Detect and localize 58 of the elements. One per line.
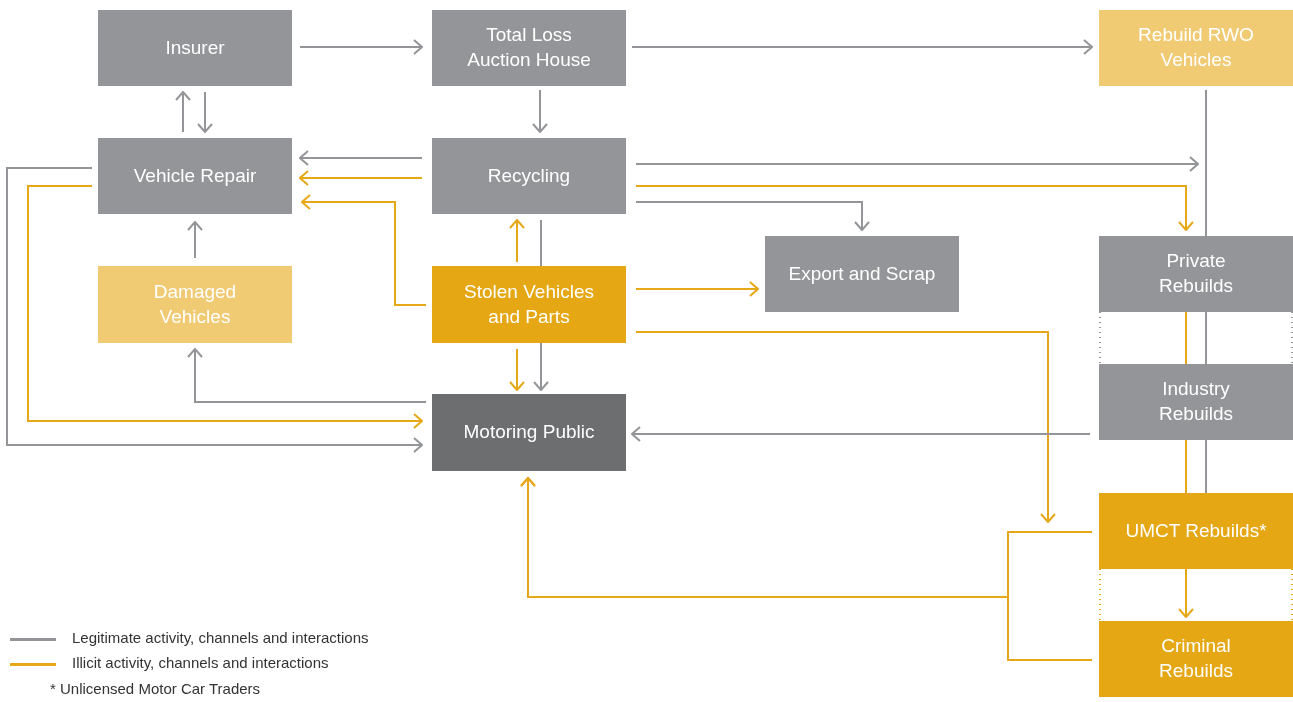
box-label: Export and Scrap (788, 261, 936, 286)
arrow (635, 331, 1056, 523)
arrow (509, 348, 525, 391)
arrow (299, 39, 423, 55)
process-box (98, 10, 292, 86)
process-box (1099, 621, 1293, 697)
process-box (432, 10, 626, 86)
connector-line (1185, 439, 1187, 494)
arrow (187, 221, 203, 259)
box-label: Total Loss Auction House (466, 23, 592, 72)
arrow (187, 348, 427, 403)
box-label: UMCT Rebuilds* (1125, 518, 1267, 543)
arrow (635, 281, 759, 297)
process-box (432, 266, 626, 343)
box-label: Insurer (165, 35, 225, 60)
arrow (6, 167, 423, 453)
arrow (631, 426, 1091, 442)
arrow (635, 201, 870, 231)
arrow (1178, 568, 1194, 618)
arrow (197, 91, 213, 133)
connector-line (540, 219, 542, 267)
arrow (299, 170, 423, 186)
arrow (635, 185, 1194, 231)
process-box (432, 138, 626, 214)
arrow (631, 39, 1093, 55)
process-box (98, 266, 292, 343)
process-box (98, 138, 292, 214)
legend-label: Illicit activity, channels and interactions (72, 654, 329, 671)
process-box (1099, 10, 1293, 86)
arrow (520, 477, 1093, 661)
legend-label: Legitimate activity, channels and interactions (72, 629, 369, 646)
connector-line (1205, 89, 1207, 237)
arrow (299, 150, 423, 166)
box-label: Industry Rebuilds (1158, 377, 1234, 426)
box-label: Motoring Public (463, 420, 595, 445)
box-label: Private Rebuilds (1158, 249, 1234, 298)
arrow (27, 185, 423, 429)
box-label: Criminal Rebuilds (1158, 634, 1234, 683)
footnote: * Unlicensed Motor Car Traders (50, 680, 261, 697)
connector-line (1185, 311, 1187, 365)
box-label: Damaged Vehicles (152, 279, 238, 329)
process-box (432, 394, 626, 471)
arrow (301, 194, 427, 306)
arrow (175, 91, 191, 133)
arrow (509, 219, 525, 263)
arrow (532, 89, 548, 133)
arrow (533, 342, 549, 391)
process-box (765, 236, 959, 312)
connector-line (1205, 439, 1207, 494)
connector-line (1205, 311, 1207, 365)
box-label: Vehicle Repair (133, 163, 257, 188)
process-box (1099, 493, 1293, 569)
process-box (1099, 364, 1293, 440)
process-box (1099, 236, 1293, 312)
box-label: Recycling (487, 163, 571, 188)
box-label: Stolen Vehicles and Parts (463, 279, 595, 329)
arrow (635, 156, 1199, 172)
box-label: Rebuild RWO Vehicles (1137, 23, 1255, 72)
